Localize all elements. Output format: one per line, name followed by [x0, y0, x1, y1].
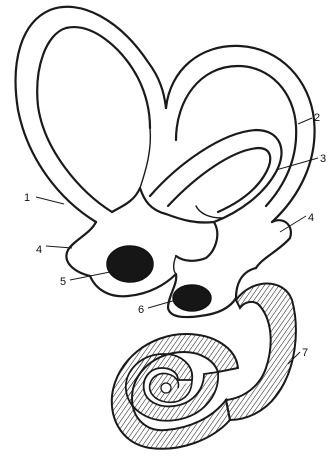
- superior-semicircular-canal: [16, 7, 166, 222]
- leader-6: [148, 300, 176, 308]
- posterior-semicircular-canal: [166, 46, 315, 222]
- leader-5: [70, 272, 110, 280]
- label-6: 6: [138, 304, 144, 316]
- label-2: 2: [314, 112, 320, 124]
- label-5: 5: [60, 276, 66, 288]
- round-window: [173, 285, 211, 311]
- lateral-semicircular-canal: [150, 130, 282, 222]
- label-4-right: 4: [308, 212, 314, 224]
- label-3: 3: [320, 153, 326, 165]
- leader-4a: [46, 246, 72, 248]
- label-1: 1: [24, 192, 30, 204]
- leader-1: [36, 197, 64, 204]
- leader-2: [298, 118, 312, 124]
- label-4-left: 4: [36, 244, 42, 256]
- oval-window: [107, 246, 153, 282]
- leader-3: [276, 158, 318, 170]
- leader-4b: [280, 216, 306, 232]
- label-7: 7: [302, 347, 308, 359]
